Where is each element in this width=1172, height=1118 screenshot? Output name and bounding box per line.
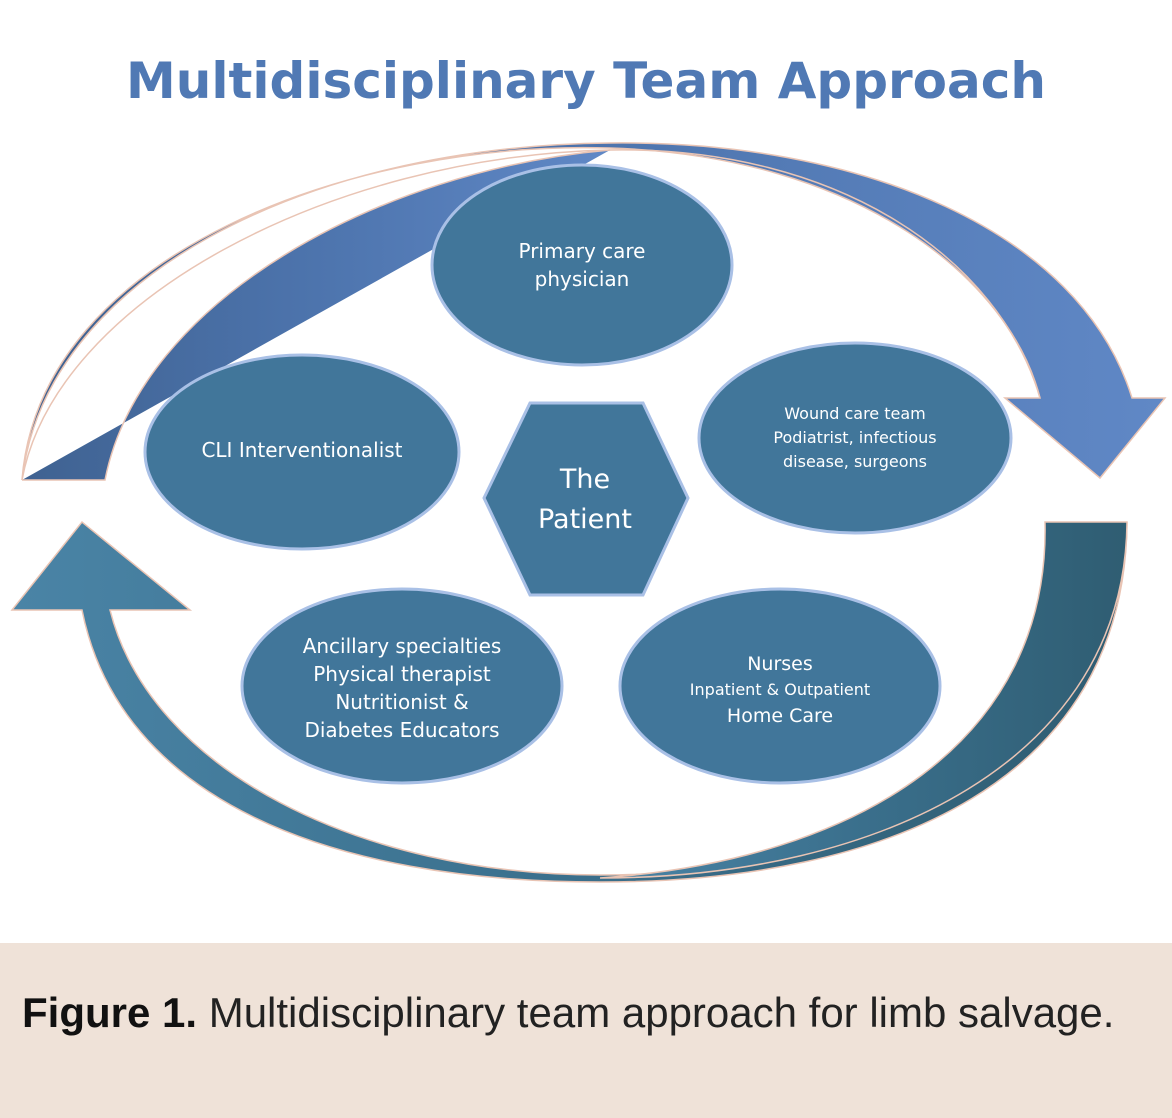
label-line: Diabetes Educators bbox=[304, 717, 500, 742]
figure-label: Figure 1. bbox=[22, 989, 198, 1036]
label-line: Nurses bbox=[747, 653, 813, 675]
node-wound-care bbox=[697, 341, 1013, 535]
label-line: Primary care bbox=[518, 239, 646, 263]
label-primary-care: Primary care physician bbox=[452, 195, 712, 335]
caption-text: Multidisciplinary team approach for limb… bbox=[197, 989, 1115, 1036]
team-diagram bbox=[10, 142, 1167, 883]
label-line: Podiatrist, infectious bbox=[773, 427, 937, 447]
caption-band bbox=[0, 943, 1172, 1118]
label-line: Patient bbox=[537, 504, 632, 535]
label-line: Ancillary specialties bbox=[302, 633, 502, 658]
label-line: physician bbox=[534, 267, 630, 291]
label-line: CLI Interventionalist bbox=[201, 438, 403, 462]
node-cli-interventionalist bbox=[143, 353, 461, 551]
top-cycle-arrow bbox=[21, 142, 1167, 481]
node-ancillary bbox=[240, 587, 564, 785]
node-nurses bbox=[618, 587, 942, 785]
label-line: Wound care team bbox=[784, 403, 926, 423]
node-primary-care bbox=[430, 163, 734, 367]
center-patient-hexagon bbox=[482, 401, 690, 597]
label-line: Nutritionist & bbox=[335, 689, 469, 714]
label-line: Physical therapist bbox=[313, 661, 491, 686]
label-line: disease, surgeons bbox=[783, 451, 927, 471]
label-line: The bbox=[559, 464, 611, 495]
figure-caption: Figure 1. Multidisciplinary team approac… bbox=[22, 985, 1142, 1041]
label-cli-interventionalist: CLI Interventionalist bbox=[162, 410, 442, 490]
diagram-title: Multidisciplinary Team Approach bbox=[126, 52, 1046, 110]
label-line: Home Care bbox=[726, 705, 834, 727]
label-line: Inpatient & Outpatient bbox=[689, 680, 871, 699]
